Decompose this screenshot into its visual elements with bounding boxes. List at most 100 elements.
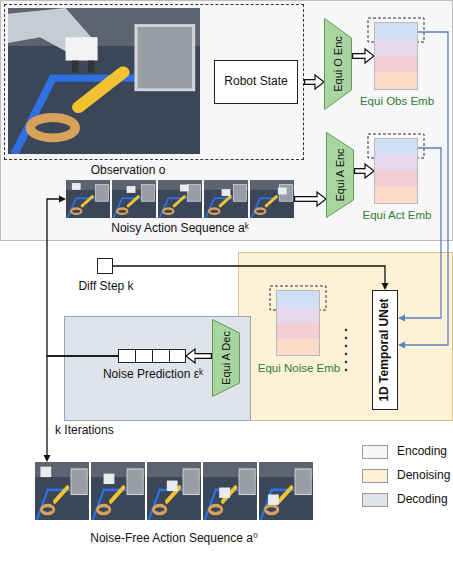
arrow-fill	[353, 54, 367, 57]
gripper	[222, 189, 231, 196]
arrow-head	[398, 342, 405, 349]
decoding-panel	[65, 317, 251, 421]
caption-label: Equi Act Emb	[362, 209, 431, 222]
dot	[345, 369, 348, 372]
embedding-stack: Equi Obs Emb	[374, 22, 418, 90]
decoder-trapezoid: Equi A Dec	[212, 319, 240, 397]
node-label: 1D Temporal UNet	[378, 298, 392, 401]
dot	[345, 337, 348, 340]
connector	[304, 75, 324, 89]
embedding-stack: Equi Noise Emb	[276, 290, 320, 356]
video-frame	[158, 180, 202, 218]
observation-photo	[8, 8, 200, 154]
observation-frame: Observation oRobot State	[4, 4, 304, 160]
video-frame	[147, 462, 201, 520]
caption-label: Diff Step k	[78, 280, 133, 294]
legend-swatch	[362, 469, 388, 483]
node-label: Equi O Enc	[332, 36, 345, 92]
scene	[147, 462, 201, 520]
connector-line	[47, 199, 118, 356]
gripper	[278, 188, 287, 195]
action-sequence: Noise-Free Action Sequence a⁰	[35, 462, 313, 520]
connector	[47, 196, 118, 357]
trapezoid-shape	[213, 320, 240, 397]
scene	[203, 462, 257, 520]
dot	[345, 361, 348, 364]
video-frame	[204, 180, 248, 218]
caption-label: Noise Prediction εᵏ	[103, 368, 203, 382]
video-frame	[250, 180, 294, 218]
gripper	[72, 183, 81, 190]
legend-label: Decoding	[397, 493, 448, 507]
legend-swatch	[362, 493, 388, 507]
ellipsis-dots	[345, 329, 348, 372]
gripper	[40, 467, 51, 477]
legend-label: Encoding	[397, 445, 447, 459]
dot	[345, 353, 348, 356]
gripper-finger	[72, 61, 78, 73]
denoising-panel	[239, 253, 453, 421]
gripper	[268, 494, 279, 504]
scene	[112, 180, 156, 218]
video-frame	[203, 462, 257, 520]
scene	[8, 8, 200, 154]
gripper	[127, 186, 136, 193]
scene	[66, 180, 110, 218]
scene	[259, 462, 313, 520]
gripper	[66, 37, 98, 60]
legend-label: Denoising	[397, 469, 450, 483]
scene	[35, 462, 89, 520]
caption-label: Equi Noise Emb	[258, 362, 340, 375]
connector	[113, 266, 389, 290]
video-frame	[91, 462, 145, 520]
caption-label: Noisy Action Sequence aᵏ	[111, 222, 248, 236]
video-frame	[112, 180, 156, 218]
embedding-stack: Equi Act Emb	[374, 138, 418, 204]
dot	[345, 329, 348, 332]
caption-label: Observation o	[91, 164, 166, 178]
encoder-trapezoid: Equi O Enc	[324, 18, 352, 110]
scene	[204, 180, 248, 218]
arrow-head	[59, 196, 66, 203]
connector	[352, 49, 374, 63]
scene	[250, 180, 294, 218]
arrow-head	[398, 315, 405, 322]
connector	[186, 349, 212, 363]
gripper	[104, 474, 115, 484]
connector-line	[113, 266, 385, 283]
gripper-finger	[88, 61, 94, 73]
trapezoid-shape	[325, 19, 352, 110]
edge-label: k Iterations	[53, 424, 116, 438]
noise-vector: Noise Prediction εᵏ	[118, 349, 186, 363]
video-frame	[35, 462, 89, 520]
gripper	[180, 185, 189, 192]
dot	[345, 345, 348, 348]
arrow-fill	[305, 80, 317, 83]
legend-row: Denoising	[362, 464, 450, 488]
arrow-fill	[355, 169, 367, 172]
trapezoid-shape	[327, 133, 354, 218]
video-frame	[66, 180, 110, 218]
robot-state-box: Robot State	[214, 60, 298, 104]
diff-step-box: Diff Step k	[97, 258, 113, 274]
arrow-head	[44, 455, 51, 462]
node-label: Robot State	[224, 75, 287, 89]
arrow-fill	[193, 354, 211, 357]
node-label: Equi A Enc	[334, 148, 347, 201]
video-frame	[259, 462, 313, 520]
node-label: Equi A Dec	[220, 331, 233, 385]
gripper	[167, 481, 178, 491]
connector	[354, 164, 374, 178]
legend-row: Decoding	[362, 488, 450, 512]
legend: EncodingDenoisingDecoding	[362, 440, 450, 512]
caption-label: Equi Obs Emb	[360, 95, 434, 108]
legend-swatch	[362, 445, 388, 459]
scene	[158, 180, 202, 218]
connector	[294, 192, 326, 206]
gripper	[219, 488, 230, 498]
scene	[91, 462, 145, 520]
unet-box: 1D Temporal UNet	[372, 290, 398, 410]
action-sequence: Noisy Action Sequence aᵏ	[66, 180, 294, 218]
encoder-trapezoid: Equi A Enc	[326, 132, 354, 218]
